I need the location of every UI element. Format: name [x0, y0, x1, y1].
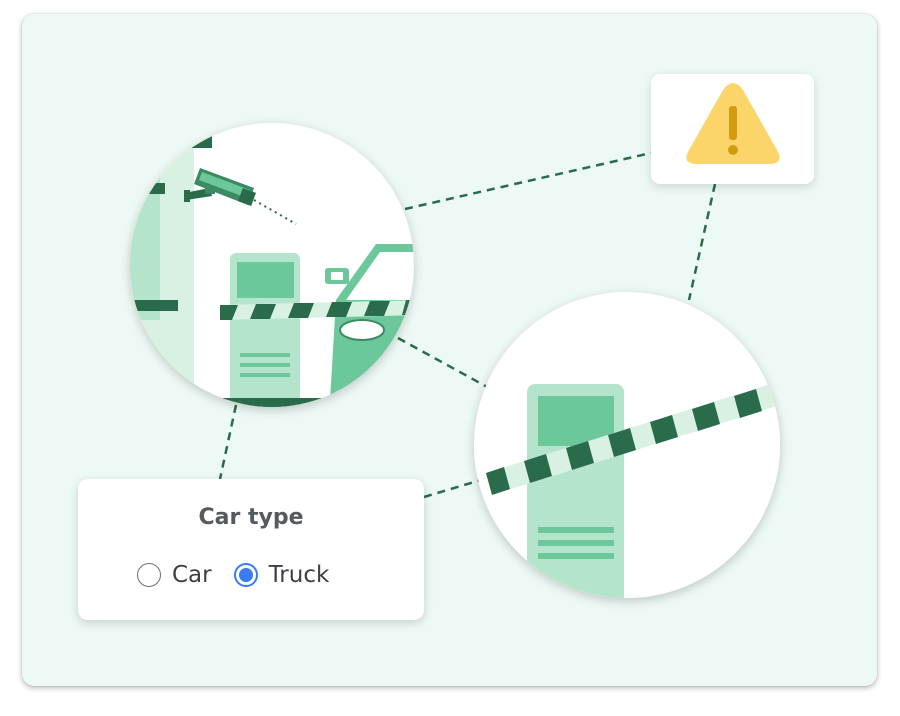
warning-icon [686, 83, 780, 164]
car-type-title: Car type [198, 505, 304, 530]
boom-barrier-small [220, 300, 414, 320]
security-camera-icon [184, 168, 256, 206]
car-type-radio-group: Car Truck [137, 558, 329, 592]
car-option[interactable]: Car [137, 562, 212, 588]
connector-camera-to-alert [404, 151, 652, 211]
gate-view-circle [474, 292, 780, 598]
connector-camera-to-panel [218, 404, 238, 480]
connector-camera-to-gate [397, 336, 490, 390]
car-type-panel: Car type Car Truck [78, 479, 424, 620]
truck-option[interactable]: Truck [233, 562, 330, 588]
car-radio-label[interactable]: Car [172, 562, 212, 588]
camera-view-circle [130, 123, 414, 407]
truck-radio-label[interactable]: Truck [268, 562, 330, 588]
connector-lines [218, 151, 717, 499]
truck-radio[interactable] [233, 563, 258, 587]
connector-panel-to-gate [423, 478, 482, 499]
car-radio[interactable] [137, 563, 161, 587]
connector-alert-to-gate [687, 183, 717, 301]
alert-box [651, 74, 814, 184]
boom-barrier-icon [486, 376, 780, 495]
